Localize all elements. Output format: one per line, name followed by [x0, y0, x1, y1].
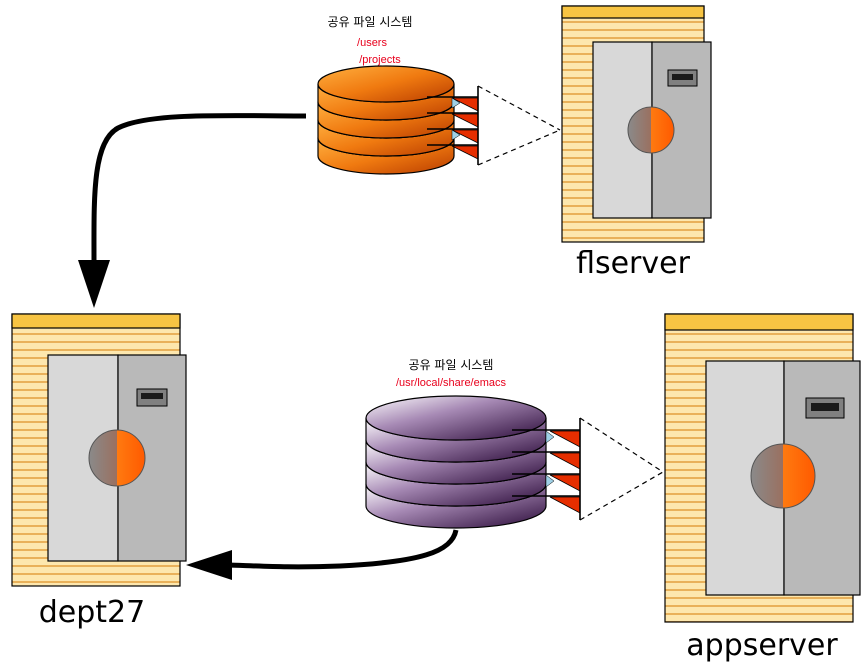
server-label-dept27: dept27: [39, 595, 145, 630]
drive-slot-inner: [141, 393, 163, 399]
server-label-appserver: appserver: [686, 628, 838, 662]
drive-slot-inner: [811, 403, 839, 411]
fs-path: /users: [357, 37, 387, 49]
fs-path: /projects: [359, 54, 401, 66]
arrowhead-icon: [78, 260, 110, 308]
connector-icon: [427, 86, 479, 165]
server-label-flserver: flserver: [576, 246, 691, 281]
shared-filesystem-bottom: 공유 파일 시스템 /usr/local/share/emacs: [365, 358, 664, 529]
connector-icon: [512, 418, 581, 520]
fs-title: 공유 파일 시스템: [328, 15, 413, 29]
rack-top: [561, 5, 705, 19]
disk-stack-icon: [365, 395, 547, 529]
shared-filesystem-top: 공유 파일 시스템 /users /projects: [317, 15, 561, 175]
mount-arrow-bottom: [186, 529, 459, 580]
server-flserver: flserver: [561, 5, 712, 281]
arrowhead-icon: [186, 550, 232, 580]
power-button-icon: [88, 429, 146, 487]
export-link-lines: [579, 417, 664, 521]
fs-title: 공유 파일 시스템: [409, 358, 494, 372]
power-button-icon: [750, 443, 816, 509]
export-link-lines: [477, 85, 561, 166]
rack-top: [664, 313, 854, 331]
disk-stack-icon: [317, 65, 455, 175]
fs-path: /usr/local/share/emacs: [396, 377, 507, 389]
power-button-icon: [627, 106, 675, 154]
server-dept27: dept27: [11, 313, 187, 630]
mount-arrow-top: [78, 113, 307, 308]
rack-top: [11, 313, 181, 329]
drive-slot-inner: [672, 74, 693, 80]
server-appserver: appserver: [664, 313, 861, 662]
